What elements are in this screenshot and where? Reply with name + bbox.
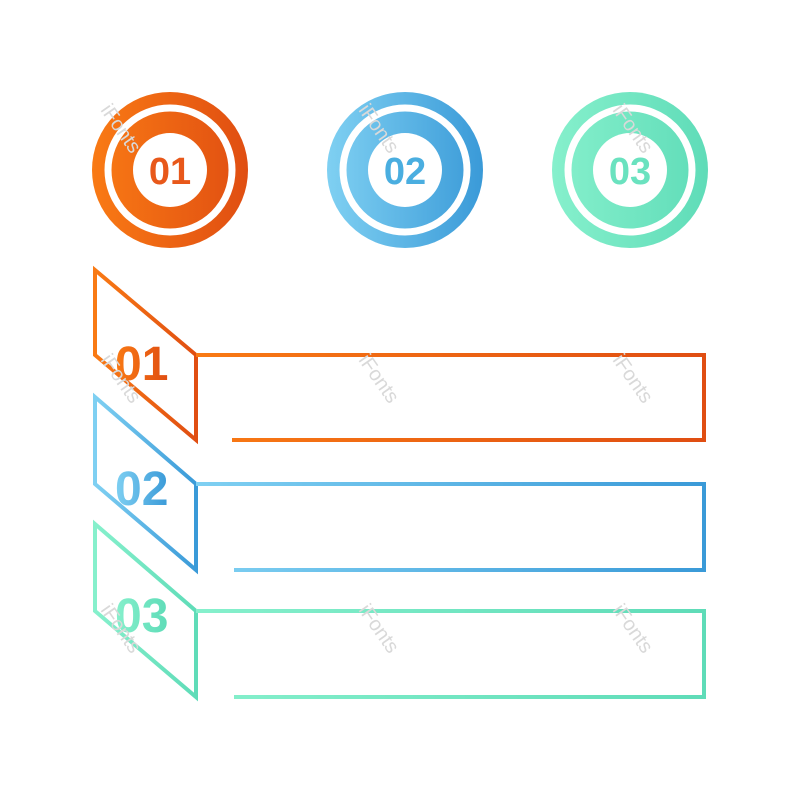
row-tab bbox=[93, 392, 198, 575]
badge-1: 01 bbox=[92, 92, 248, 248]
row-2 bbox=[93, 392, 706, 575]
row-box bbox=[196, 353, 706, 442]
row-3 bbox=[93, 519, 706, 702]
watermark: iFonts bbox=[608, 600, 657, 657]
badge-2: 02 bbox=[327, 92, 483, 248]
watermark: iFonts bbox=[354, 600, 403, 657]
badge-number: 03 bbox=[609, 151, 651, 193]
row-1 bbox=[93, 265, 706, 445]
row-tab bbox=[93, 265, 198, 445]
badge-3: 03 bbox=[552, 92, 708, 248]
badge-number: 02 bbox=[384, 151, 426, 193]
row-number: 02 bbox=[115, 463, 168, 516]
row-box bbox=[196, 482, 706, 572]
row-box bbox=[196, 609, 706, 699]
watermark: iFonts bbox=[608, 350, 657, 407]
watermark: iFonts bbox=[354, 350, 403, 407]
row-tab bbox=[93, 519, 198, 702]
row-number: 01 bbox=[115, 338, 168, 391]
row-number: 03 bbox=[115, 590, 168, 643]
badge-number: 01 bbox=[149, 151, 191, 193]
